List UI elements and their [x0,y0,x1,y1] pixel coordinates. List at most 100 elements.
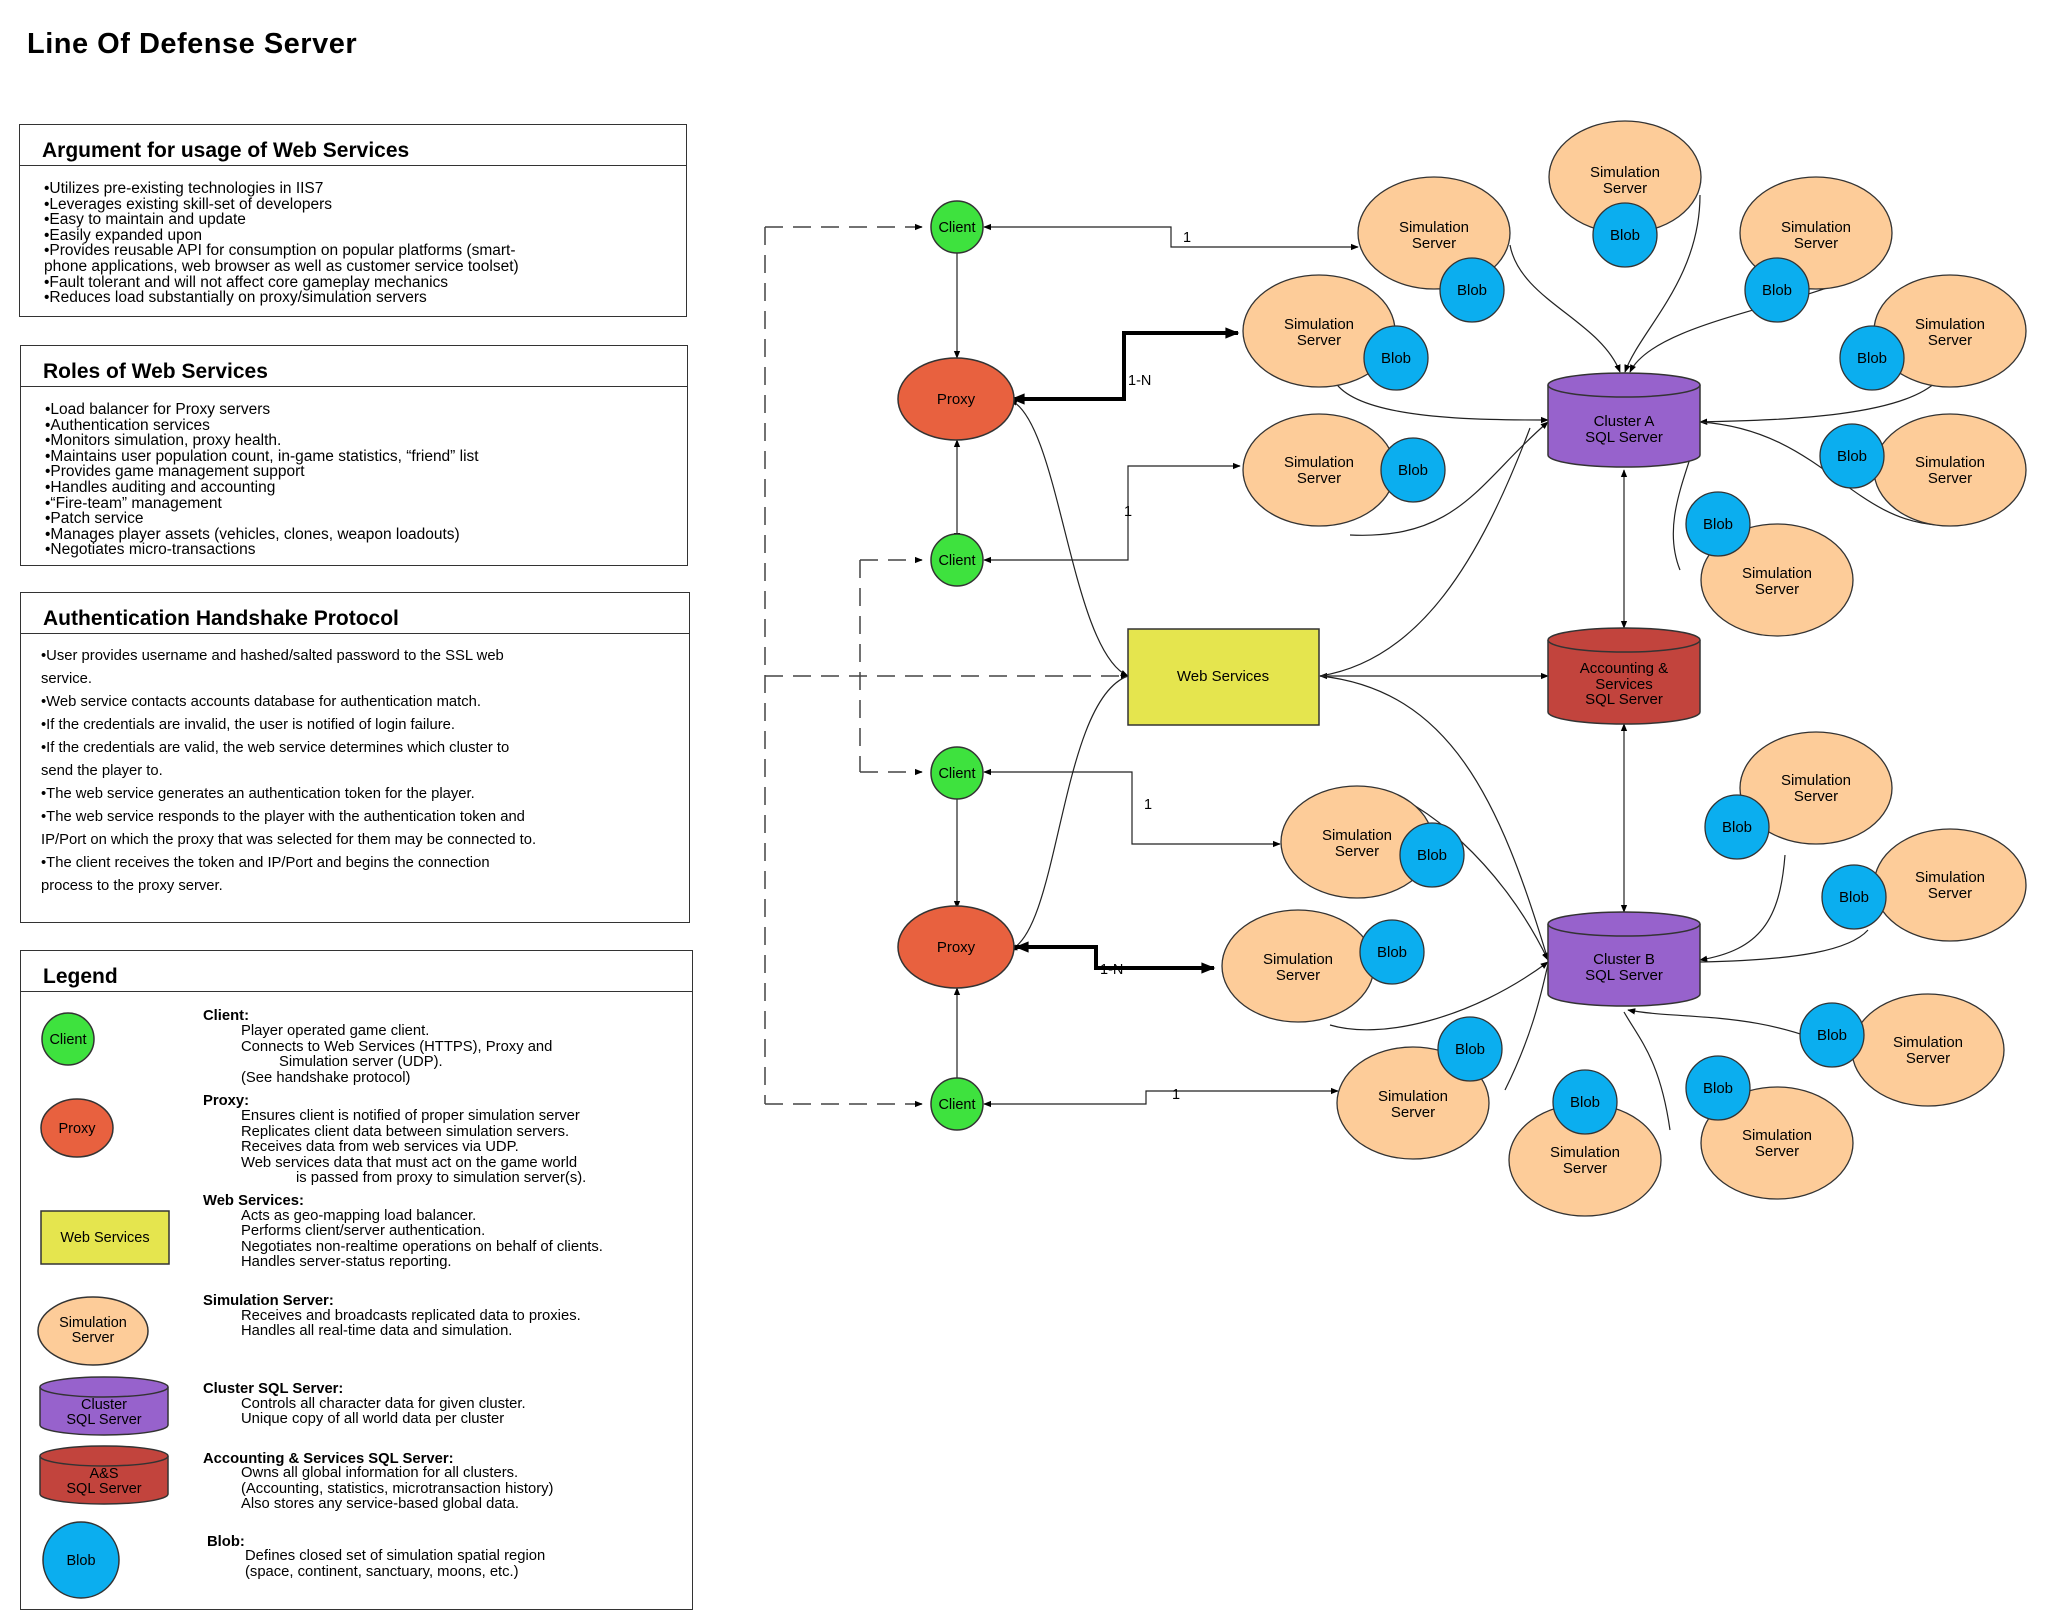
solid-connections [953,194,1939,1131]
svg-text:Proxy: Proxy [58,1121,96,1137]
client-node: Client [930,533,984,587]
blob-node: Blob [1819,423,1885,489]
simulation-server-node: Simulation Server [1700,1086,1854,1200]
auth-line: service. [41,671,92,687]
legend-proxy-line: Replicates client data between simulatio… [241,1124,570,1140]
svg-text:SQL Server: SQL Server [1585,429,1663,446]
svg-text:Blob: Blob [1837,448,1867,465]
svg-text:Proxy: Proxy [937,391,976,408]
auth-heading: Authentication Handshake Protocol [43,607,399,630]
argument-heading: Argument for usage of Web Services [42,139,410,162]
blob-node: Blob [1799,1002,1865,1068]
auth-line: IP/Port on which the proxy that was sele… [41,832,537,848]
legend-sim-line: Receives and broadcasts replicated data … [241,1308,581,1324]
auth-list: •User provides username and hashed/salte… [41,645,536,898]
simulation-server-node: Simulation Server [1851,993,2005,1107]
legend-proxy-line: Web services data that must act on the g… [241,1155,578,1171]
svg-text:Server: Server [1794,788,1838,805]
edge-label-1-n: 1-N [1100,962,1123,978]
sim-clusterB-link [1329,961,1549,1031]
legend-client-title: Client: [203,1008,250,1024]
sim-clusterA-link [1349,421,1549,536]
auth-line: •User provides username and hashed/salte… [41,648,504,664]
svg-text:Blob: Blob [1703,516,1733,533]
legend-web-services-icon: Web Services [40,1210,170,1265]
blob-node: Blob [1437,1016,1503,1082]
legend-proxy-line: Ensures client is notified of proper sim… [241,1108,580,1124]
svg-text:Simulation: Simulation [1781,219,1851,236]
client-node: Client [930,1077,984,1131]
web-clusterA-link [1319,427,1531,677]
blob-node: Blob [1439,257,1505,323]
blob-node: Blob [1839,325,1905,391]
argument-line: •Utilizes pre-existing technologies in I… [44,180,324,197]
sim-clusterB-link [1623,1011,1671,1131]
argument-panel-header: Argument for usage of Web Services [20,125,686,166]
edge-label-1: 1 [1183,230,1191,246]
svg-text:Server: Server [1335,843,1379,860]
svg-text:Server: Server [1603,180,1647,197]
edge-label-1-n: 1-N [1128,373,1151,389]
simulation-server-node: Simulation Server [1242,413,1396,527]
svg-text:Simulation: Simulation [1781,772,1851,789]
svg-text:Server: Server [1755,581,1799,598]
auth-line: •The web service generates an authentica… [41,786,475,802]
client-node: Client [930,200,984,254]
svg-text:Cluster B: Cluster B [1593,951,1655,968]
svg-text:Server: Server [1928,885,1972,902]
sim-clusterB-link [1504,963,1549,1091]
svg-text:Simulation: Simulation [59,1315,127,1331]
svg-text:Blob: Blob [1817,1027,1847,1044]
legend-as-title: Accounting & Services SQL Server: [203,1451,454,1467]
auth-line: •The client receives the token and IP/Po… [41,855,490,871]
blob-node: Blob [1359,919,1425,985]
auth-line: process to the proxy server. [41,878,223,894]
roles-line: •“Fire-team” management [45,494,222,512]
proxy-web-link [1009,675,1129,951]
simulation-server-node: Simulation Server [1280,785,1434,899]
legend-sim-line: Handles all real-time data and simulatio… [241,1323,513,1339]
svg-text:Cluster A: Cluster A [1594,413,1655,430]
svg-text:Cluster: Cluster [81,1397,127,1413]
legend-as-line: (Accounting, statistics, microtransactio… [241,1481,554,1497]
client-sim-link [983,1087,1339,1108]
roles-line: •Authentication services [45,416,210,434]
cluster-b-sql-node: Cluster B SQL Server [1547,911,1701,1007]
simulation-server-node: Simulation Server [1739,731,1893,845]
svg-text:Server: Server [1412,235,1456,252]
sim-clusterA-link [1509,244,1621,373]
svg-text:Simulation: Simulation [1893,1034,1963,1051]
svg-text:Simulation: Simulation [1322,827,1392,844]
svg-text:Server: Server [1794,235,1838,252]
svg-text:Server: Server [1906,1050,1950,1067]
legend-proxy-icon: Proxy [40,1098,114,1158]
edge-label-1: 1 [1144,797,1152,813]
argument-line: •Easily expanded upon [44,226,202,244]
argument-line: phone applications, web browser as well … [44,257,519,275]
legend-blob-title: Blob: [207,1534,245,1550]
proxy-web-link [1009,399,1129,677]
svg-text:Server: Server [1391,1104,1435,1121]
svg-text:SQL Server: SQL Server [66,1412,141,1428]
svg-text:A&S: A&S [89,1466,118,1482]
svg-text:Server: Server [1297,332,1341,349]
argument-line: •Reduces load substantially on proxy/sim… [44,289,427,307]
legend-client-line: Simulation server (UDP). [279,1054,443,1070]
sim-clusterA-link [1624,194,1701,373]
legend-proxy-line: is passed from proxy to simulation serve… [296,1170,587,1186]
blob-node: Blob [1380,437,1446,503]
web-clusterB-link [1319,675,1549,961]
svg-text:SQL Server: SQL Server [1585,967,1663,984]
svg-text:Simulation: Simulation [1590,164,1660,181]
svg-text:Server: Server [1928,470,1972,487]
auth-line: •If the credentials are valid, the web s… [41,740,510,756]
svg-text:SQL Server: SQL Server [66,1481,141,1497]
svg-text:Blob: Blob [1417,847,1447,864]
edge-label-1: 1 [1172,1087,1180,1103]
svg-text:Blob: Blob [1377,944,1407,961]
legend-web-line: Performs client/server authentication. [241,1223,486,1239]
svg-text:Client: Client [938,766,975,782]
svg-text:Simulation: Simulation [1550,1144,1620,1161]
legend-as-line: Owns all global information for all clus… [241,1465,519,1481]
blob-node: Blob [1704,794,1770,860]
